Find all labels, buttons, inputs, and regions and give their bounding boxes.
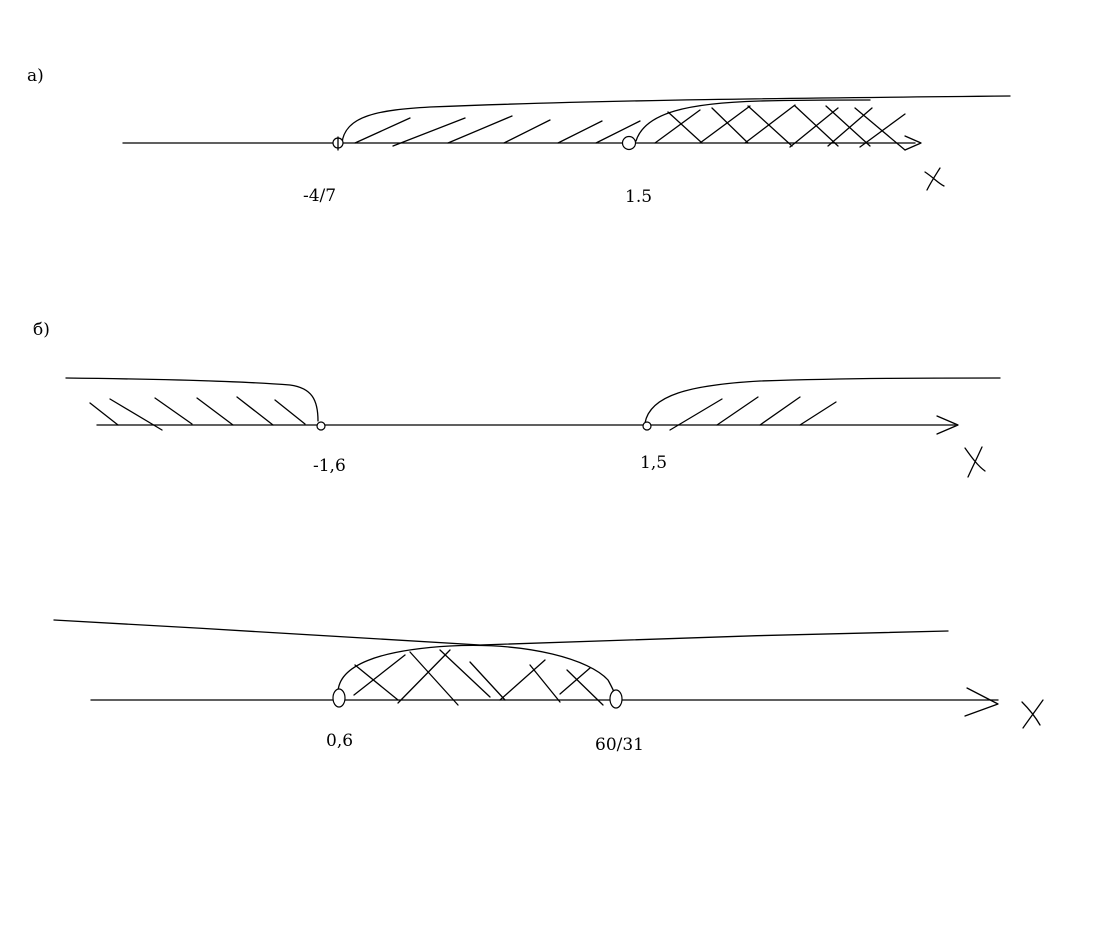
axis-arrow-icon [904, 135, 922, 151]
open-point [316, 421, 326, 431]
point-label: -1,6 [313, 456, 346, 476]
open-point [609, 689, 623, 709]
cross-hatching [654, 104, 906, 151]
region-arc [337, 644, 617, 697]
open-point [332, 688, 346, 708]
axis-x-letter-icon [924, 167, 945, 191]
point-label: 1,5 [640, 453, 668, 473]
point-label: 0,6 [326, 731, 354, 751]
panel-c [53, 619, 1044, 729]
panel-a [122, 95, 1011, 191]
region-arc [65, 377, 319, 422]
axis-x-letter-icon [1021, 699, 1044, 729]
region-arc [635, 99, 871, 142]
hatching [354, 115, 641, 147]
panel-label: а) [27, 66, 44, 86]
region-line [53, 619, 949, 646]
axis-arrow-icon [936, 415, 959, 435]
point-label: -4/7 [303, 186, 337, 206]
point-label: 1.5 [625, 187, 653, 207]
axis-x-letter-icon [964, 446, 986, 478]
open-point [332, 136, 344, 151]
cross-hatching [353, 649, 604, 706]
open-point [621, 135, 637, 151]
region-arc [644, 377, 1001, 424]
hatching [89, 396, 837, 431]
region-arc [341, 95, 1011, 144]
panel-label: б) [33, 320, 50, 340]
open-point [642, 421, 652, 431]
axis-arrow-icon [964, 687, 999, 717]
point-label: 60/31 [595, 735, 644, 755]
panel-b [65, 377, 1001, 478]
